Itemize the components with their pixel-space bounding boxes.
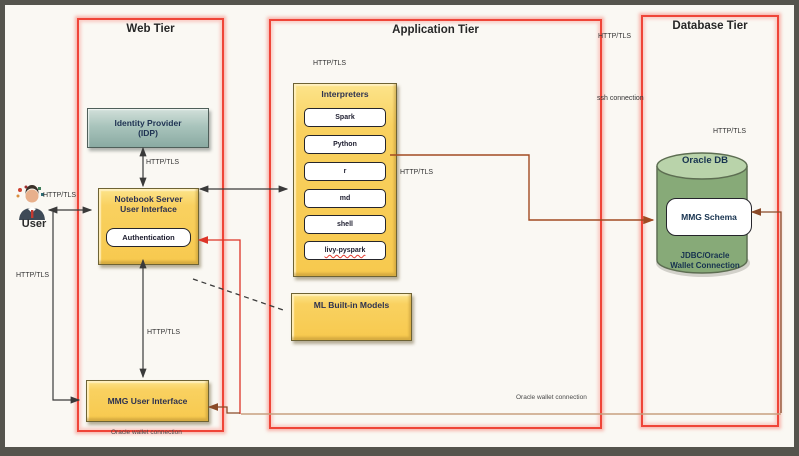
ml-built-in-models-node: ML Built-in Models [291,293,412,341]
oracle-db-label: Oracle DB [682,155,728,166]
label-app-http-mid: HTTP/TLS [400,169,434,176]
interpreter-livy-pyspark: livy-pyspark [304,241,386,260]
interpreters-node: Interpreters Spark Python r md shell liv… [293,83,397,277]
mmg-ui-label: MMG User Interface [107,395,188,406]
jdbc-wallet-label: JDBC/Oracle Wallet Connection [659,251,751,270]
label-app-http-top: HTTP/TLS [313,60,347,67]
identity-provider-node: Identity Provider (IDP) [87,108,209,148]
user-label: User [21,218,47,230]
application-tier-title: Application Tier [392,24,479,36]
authentication-box: Authentication [106,228,191,247]
interpreter-spark: Spark [304,108,386,127]
mmg-user-interface-node: MMG User Interface [86,380,209,422]
label-db-http: HTTP/TLS [713,128,747,135]
interpreter-r: r [304,162,386,181]
idp-label-line2: (IDP) [138,128,158,138]
label-user-http-bottom: HTTP/TLS [16,272,50,279]
diagram-canvas: Web Tier Application Tier Database Tier … [5,5,794,447]
interpreter-shell: shell [304,215,386,234]
mmg-schema-node: MMG Schema [666,198,752,236]
notebook-label-line1: Notebook Server [114,194,183,204]
idp-label-line1: Identity Provider [114,117,182,128]
notebook-server-node: Notebook Server User Interface Authentic… [98,188,199,265]
database-tier-title: Database Tier [672,20,748,32]
interpreter-livy-pyspark-label: livy-pyspark [324,247,366,254]
interpreters-title: Interpreters [321,89,369,99]
application-tier-box: Application Tier [269,19,602,429]
label-wallet-right: Oracle wallet connection [516,394,587,401]
web-tier-title: Web Tier [126,23,175,35]
interpreter-python: Python [304,135,386,154]
user-icon [16,185,45,220]
label-notebook-mmg-http: HTTP/TLS [147,329,181,336]
jdbc-label-line1: JDBC/Oracle [680,251,730,260]
ml-models-label: ML Built-in Models [313,300,390,310]
label-wallet-bottom: Oracle wallet connection [111,429,182,436]
notebook-label-line2: User Interface [120,204,177,215]
interpreter-md: md [304,189,386,208]
label-gap-http: HTTP/TLS [598,33,632,40]
label-ssh-connection: ssh connection [597,95,644,102]
label-idp-notebook-http: HTTP/TLS [146,159,180,166]
jdbc-label-line2: Wallet Connection [670,260,740,270]
label-user-http: HTTP/TLS [43,192,77,199]
